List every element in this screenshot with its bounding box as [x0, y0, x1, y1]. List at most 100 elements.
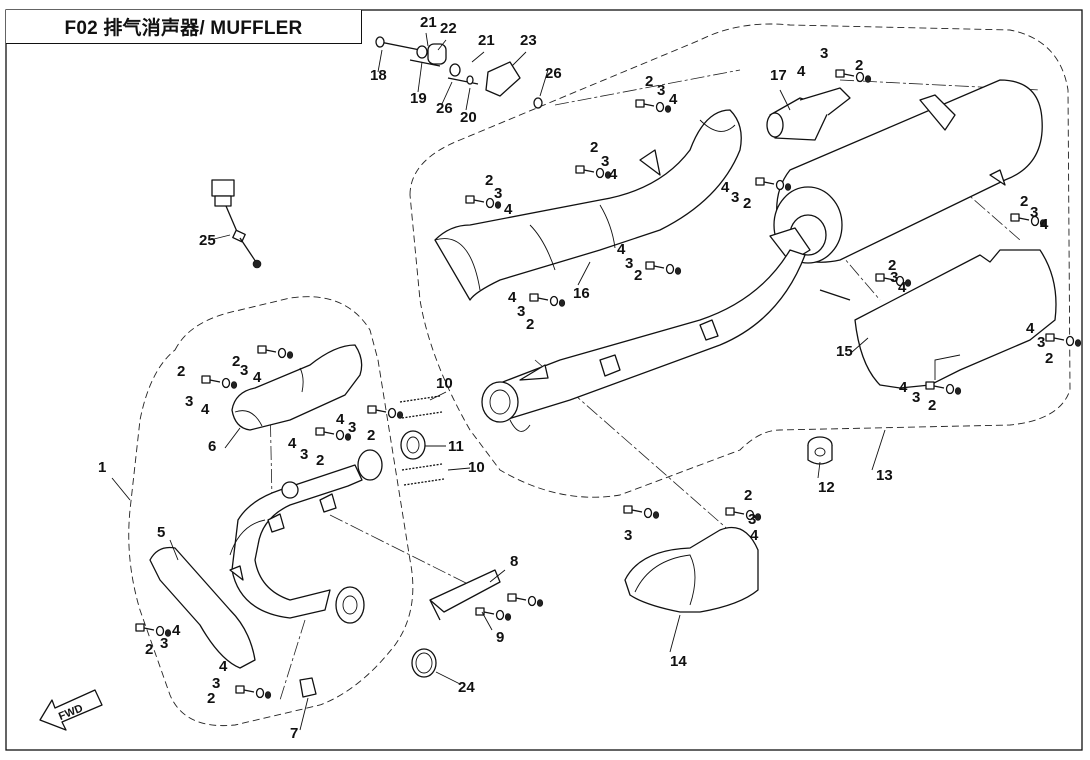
callout-c3k: 3: [625, 255, 633, 272]
grommet-12: [807, 436, 833, 465]
callout-c4a: 4: [253, 369, 262, 386]
page-title: F02 排气消声器/ MUFFLER: [64, 18, 303, 39]
callout-c3h: 3: [601, 153, 609, 170]
end-cap-shield-14: [624, 526, 759, 613]
leader-line: [817, 461, 821, 479]
callout-c4c: 4: [288, 435, 297, 452]
clip-7: [299, 677, 317, 698]
callout-c4k: 4: [617, 241, 626, 258]
leader-line: [669, 614, 681, 653]
callout-c3e: 3: [160, 635, 168, 652]
bolt-washer: [507, 593, 544, 607]
leader-line: [851, 337, 869, 353]
alignment-line: [819, 229, 881, 301]
bolt-washer: [623, 505, 660, 519]
leader-lines: [111, 32, 886, 731]
callout-c3o: 3: [890, 269, 898, 286]
leader-line: [779, 89, 791, 111]
callout-c2j: 2: [526, 316, 534, 333]
callout-c12: 12: [818, 479, 835, 496]
callout-c2o: 2: [888, 257, 896, 274]
callout-c2p: 2: [928, 397, 936, 414]
callout-c3b: 3: [185, 393, 193, 410]
callout-c3f: 3: [212, 675, 220, 692]
muffler-heat-shield-15: [854, 249, 1057, 389]
alignment-line: [269, 399, 273, 501]
bolt-washer: [925, 381, 962, 395]
callout-c1: 1: [98, 459, 106, 476]
bolt-washer: [635, 99, 672, 113]
bolt-washer: [725, 507, 762, 521]
callout-c3l: 3: [731, 189, 739, 206]
callout-c2g: 2: [485, 172, 493, 189]
group-outline-muffler: [409, 23, 1071, 498]
callout-c4p: 4: [899, 379, 908, 396]
callouts: 1222222222222222222333333333333333333344…: [98, 14, 1053, 742]
mid-pipe: [481, 249, 806, 432]
hanger-hardware: [375, 36, 543, 109]
fasteners: [135, 69, 1082, 699]
alignment-line: [279, 619, 306, 701]
leader-line: [447, 467, 471, 471]
gasket-11: [400, 430, 426, 460]
callout-c4r: 4: [750, 527, 759, 544]
callout-c14: 14: [670, 653, 687, 670]
callout-c4j: 4: [508, 289, 517, 306]
leader-line: [111, 477, 131, 501]
callout-c3p: 3: [912, 389, 920, 406]
leader-line: [299, 697, 309, 731]
callout-c7: 7: [290, 725, 298, 742]
bolt-washer: [235, 685, 272, 699]
bolt-washer: [575, 165, 612, 179]
callout-c2b: 2: [177, 363, 185, 380]
fwd-arrow-icon: FWD: [39, 689, 103, 731]
callout-c2q: 2: [1045, 350, 1053, 367]
callout-c2a: 2: [232, 353, 240, 370]
callout-c8: 8: [510, 553, 518, 570]
callout-c2c: 2: [316, 452, 324, 469]
callout-c4d: 4: [336, 411, 345, 428]
callout-c3m: 3: [820, 45, 828, 62]
o-ring-24: [411, 648, 437, 678]
callout-c23: 23: [520, 32, 537, 49]
leader-line: [377, 49, 383, 73]
callout-c5: 5: [157, 524, 165, 541]
bolt-washer: [315, 427, 352, 441]
bolt-washer: [875, 273, 912, 287]
leader-line: [481, 611, 493, 631]
callout-c4f: 4: [219, 658, 228, 675]
leader-line: [539, 69, 549, 97]
front-heat-shield-16: [434, 109, 742, 301]
callout-c2h: 2: [590, 139, 598, 156]
callout-c2n: 2: [1020, 193, 1028, 210]
callout-c16: 16: [573, 285, 590, 302]
bolt-washer: [135, 623, 172, 637]
diagram-frame: [5, 9, 1083, 751]
leader-line: [437, 39, 447, 51]
callout-c4q: 4: [1026, 320, 1035, 337]
callout-c3q: 3: [1037, 334, 1045, 351]
callout-c4b: 4: [201, 401, 210, 418]
callout-c25: 25: [199, 232, 216, 249]
callout-c4g: 4: [504, 201, 513, 218]
callout-c3i: 3: [657, 82, 665, 99]
alignment-line: [329, 514, 481, 591]
bolt-washer: [475, 607, 512, 621]
callout-c3c: 3: [300, 446, 308, 463]
leader-line: [224, 427, 241, 449]
callout-c3s: 3: [624, 527, 632, 544]
title-box: F02 排气消声器/ MUFFLER: [6, 10, 362, 44]
callout-c9: 9: [496, 629, 504, 646]
callout-c18: 18: [370, 67, 387, 84]
bolt-washer: [201, 375, 238, 389]
callout-c3n: 3: [1030, 204, 1038, 221]
leader-line: [435, 671, 461, 685]
callout-c2l: 2: [743, 195, 751, 212]
header-heat-shield-6: [231, 344, 363, 431]
callout-c26b: 26: [545, 65, 562, 82]
callout-c6: 6: [208, 438, 216, 455]
leader-line: [429, 391, 447, 401]
callout-c2r: 2: [744, 487, 752, 504]
